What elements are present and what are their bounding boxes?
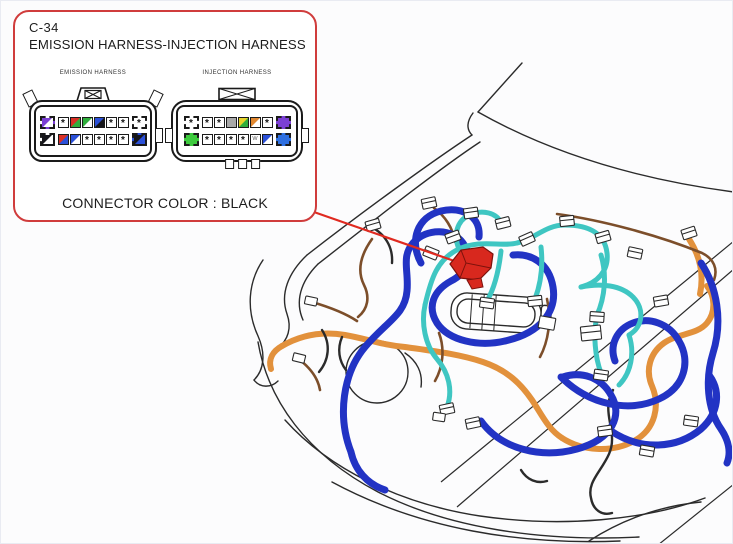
strut-brace-lines	[440, 241, 732, 543]
connector-pin	[39, 133, 55, 146]
connector-pin: *	[183, 116, 199, 129]
connector-pin	[57, 134, 69, 145]
connector-diagrams: EMISSION HARNESS ****	[15, 70, 315, 169]
keying-tab	[214, 87, 260, 101]
mounting-feet	[225, 159, 261, 169]
connector-pin: *	[57, 117, 69, 129]
resonator-part	[450, 292, 553, 334]
connector-pin	[69, 117, 81, 128]
wires-brown	[298, 206, 717, 392]
fog-lamp-circle	[345, 340, 409, 404]
injection-harness-label: INJECTION HARNESS	[202, 70, 272, 76]
emission-harness-label: EMISSION HARNESS	[59, 70, 127, 76]
connector-pin: *	[225, 134, 237, 146]
connector-callout-box: C-34 EMISSION HARNESS-INJECTION HARNESS …	[13, 10, 317, 222]
wires-black	[317, 227, 615, 515]
emission-harness-connector: **** ****	[22, 87, 164, 162]
connector-pin: *	[261, 117, 273, 129]
c34-location-marker-icon	[449, 246, 494, 290]
harness-connector-boxes	[291, 196, 700, 458]
connector-pin: *	[81, 134, 93, 146]
connector-pin	[69, 134, 81, 145]
pin-row: ****	[36, 133, 150, 146]
callout-leader-line	[310, 209, 464, 266]
connector-shell: **** ****W	[165, 100, 309, 169]
harness-cyan	[421, 209, 644, 410]
connector-pin: *	[213, 117, 225, 129]
connector-pin: W	[249, 134, 261, 145]
connector-color-note: CONNECTOR COLOR : BLACK	[62, 195, 268, 211]
harness-blue	[339, 206, 732, 494]
connector-pin	[261, 134, 273, 145]
connector-pin: *	[117, 134, 129, 146]
connector-pin	[93, 117, 105, 128]
connector-pin: *	[201, 117, 213, 129]
injection-harness-connector: **** ****W	[165, 87, 309, 169]
connector-pin	[81, 117, 93, 128]
side-tab	[301, 128, 309, 143]
connector-shell: **** ****	[29, 100, 163, 162]
connector-pin	[237, 117, 249, 128]
emission-harness-block: EMISSION HARNESS ****	[21, 70, 165, 162]
connector-pin	[275, 133, 291, 146]
connector-id: C-34	[29, 20, 59, 35]
connector-pin	[225, 117, 237, 128]
connector-pin: *	[105, 117, 117, 129]
connector-pin	[183, 133, 199, 146]
callout-title: EMISSION HARNESS-INJECTION HARNESS	[29, 37, 306, 52]
connector-pin: *	[105, 134, 117, 146]
connector-pin: *	[201, 134, 213, 146]
connector-pin: *	[93, 134, 105, 146]
harness-orange	[267, 236, 717, 452]
pin-row: ****W	[178, 133, 296, 146]
car-body-lines	[249, 62, 732, 543]
pin-row: ****	[36, 116, 150, 129]
connector-pin: *	[213, 134, 225, 146]
connector-pin: *	[117, 117, 129, 129]
connector-pin	[275, 116, 291, 129]
pin-row: ****	[178, 116, 296, 129]
connector-pin	[249, 117, 261, 128]
side-tab	[165, 128, 173, 143]
keying-tab	[71, 87, 115, 102]
connector-pin	[39, 116, 55, 129]
connector-pin: *	[131, 116, 147, 129]
connector-pin	[131, 133, 147, 146]
injection-harness-block: INJECTION HARNESS **** ****W	[165, 70, 309, 169]
side-tab	[155, 128, 163, 143]
connector-pin: *	[237, 134, 249, 146]
